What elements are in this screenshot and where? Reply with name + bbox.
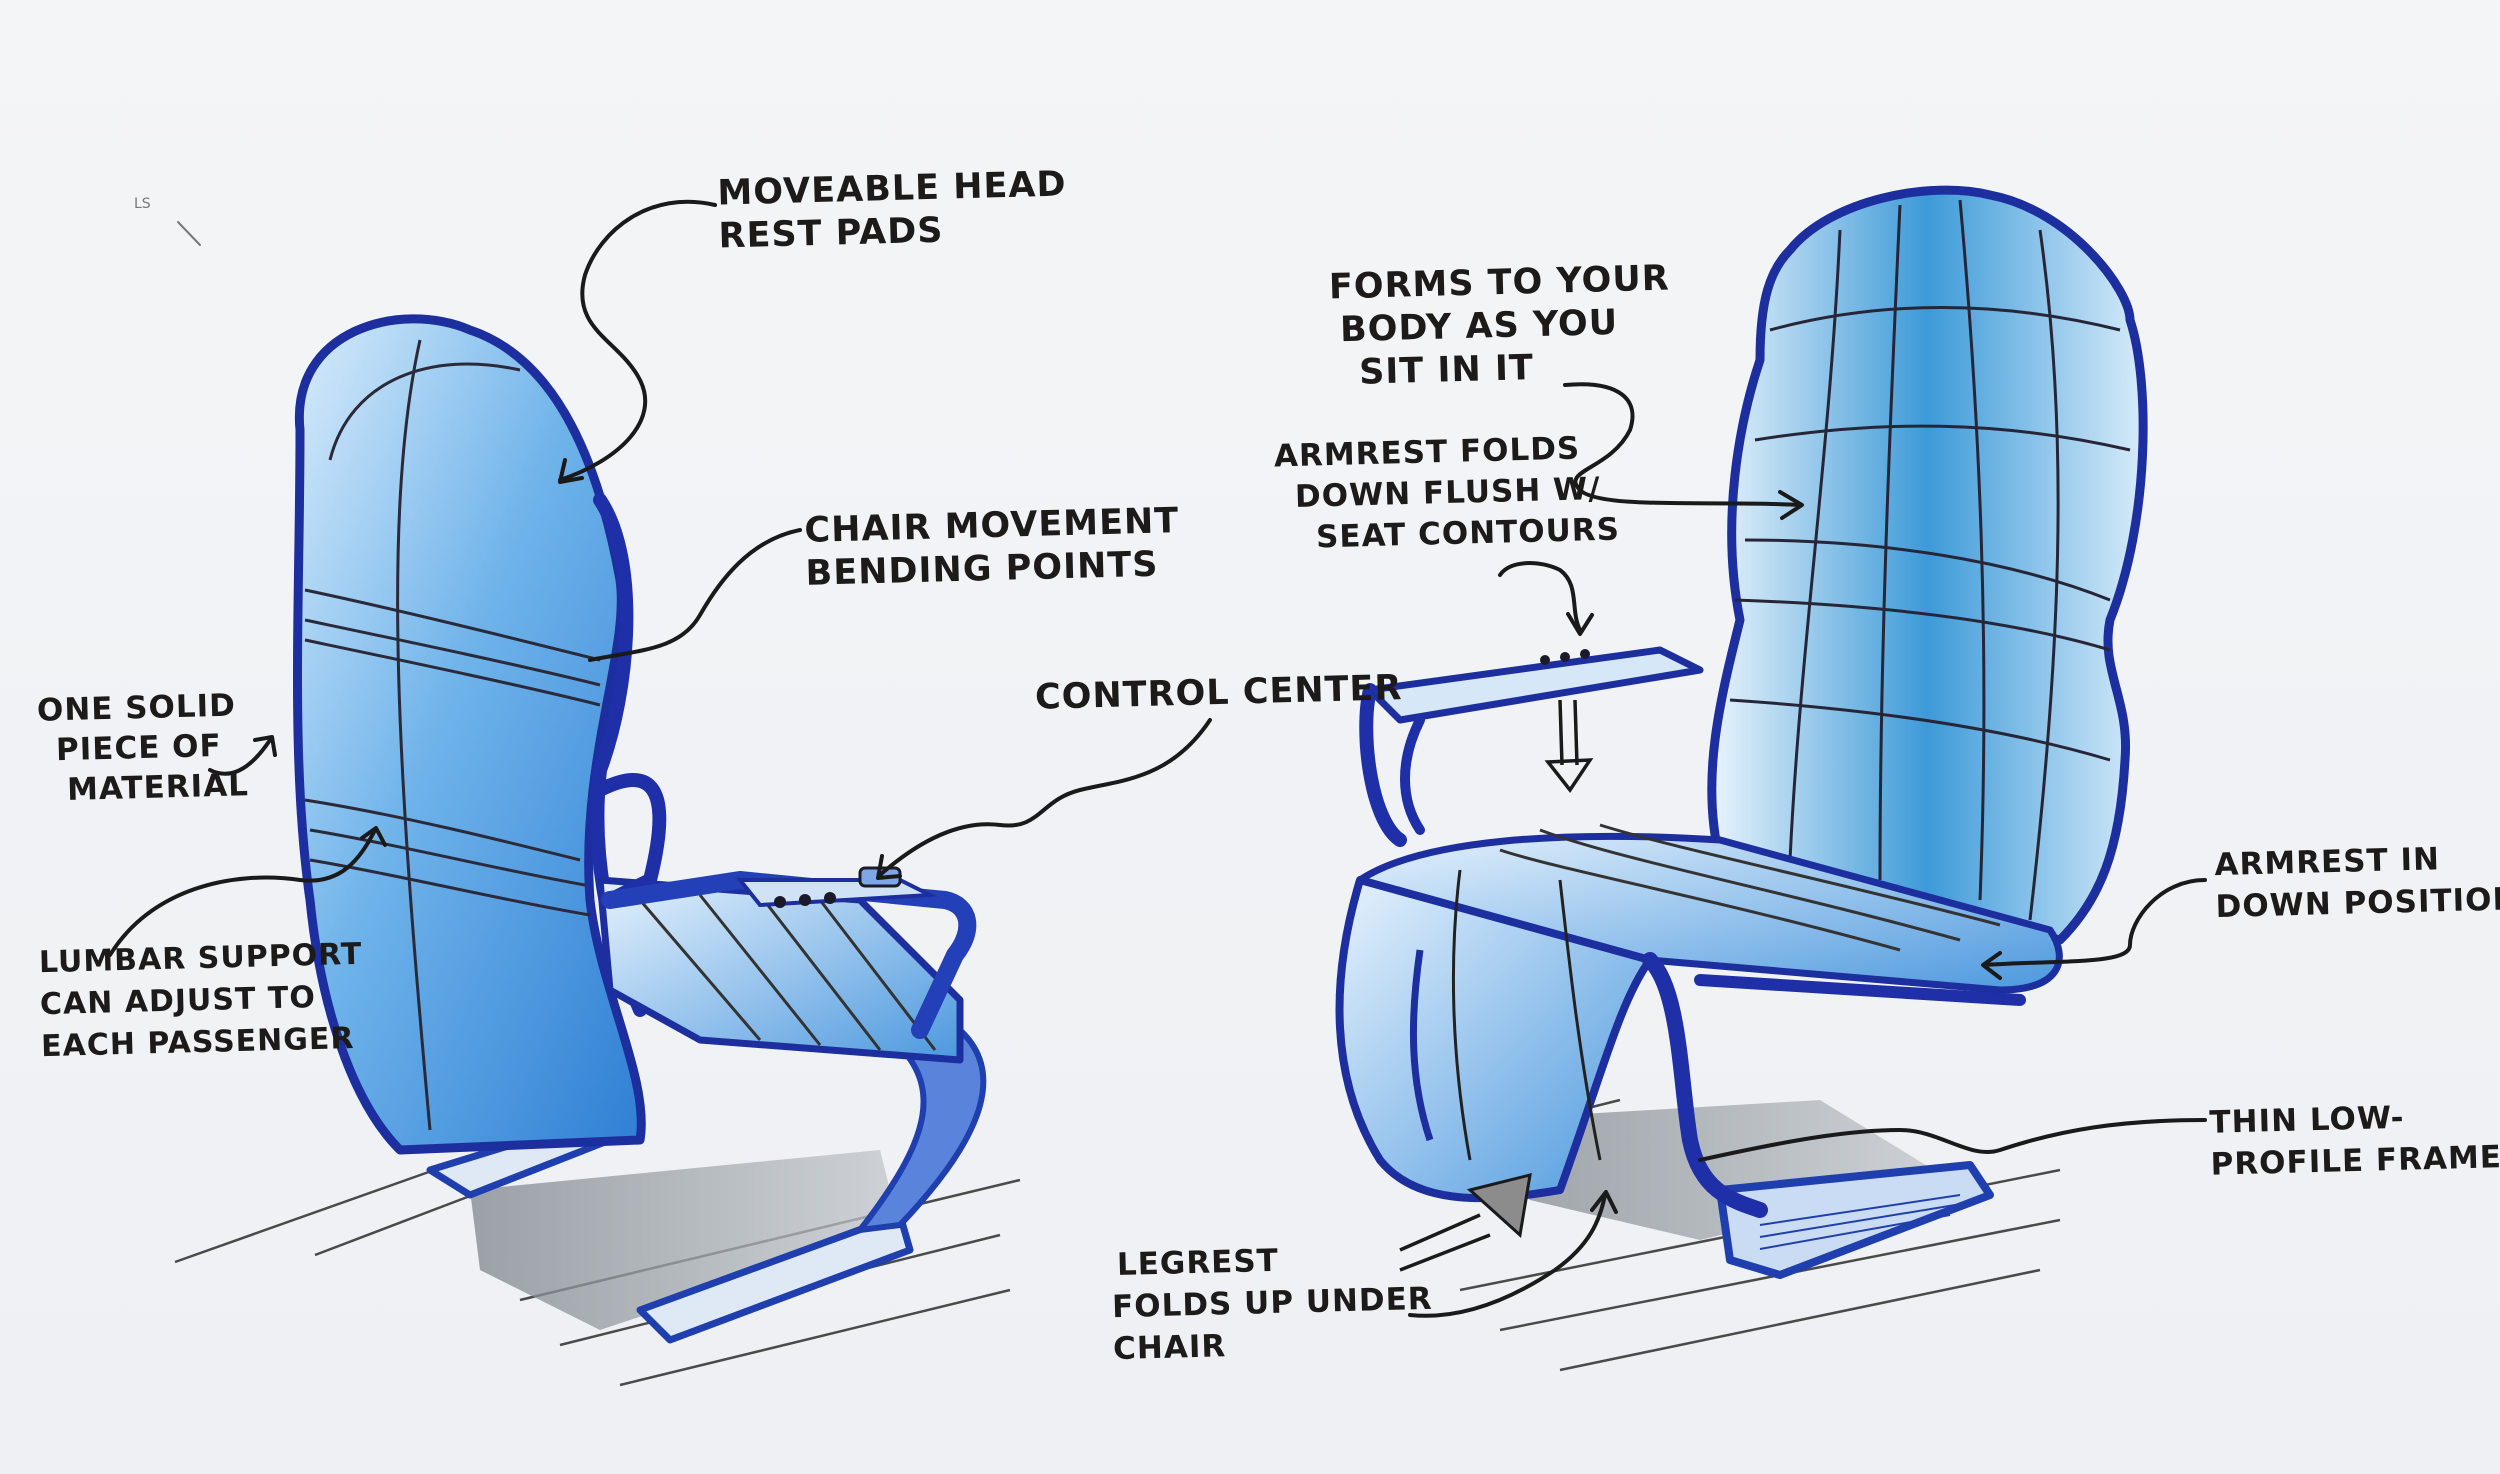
note-line: PROFILE FRAME [2210, 1139, 2500, 1183]
note-line: DOWN POSITION. [2215, 880, 2500, 926]
note-one-solid-piece: ONE SOLID PIECE OF MATERIAL [36, 685, 250, 810]
note-armrest-down: ARMREST IN DOWN POSITION. [2214, 836, 2500, 928]
leader-control-center-arrowhead [876, 854, 902, 880]
corner-mark-arrow [177, 221, 201, 246]
note-line: FOLDS UP UNDER [1111, 1280, 1434, 1326]
note-chair-movement: CHAIR MOVEMENT BENDING POINTS [804, 500, 1181, 596]
leader-moveable-head-rest-arrowhead [558, 458, 584, 484]
note-thin-frame: THIN LOW- PROFILE FRAME [2209, 1094, 2500, 1186]
left-armrest [601, 871, 977, 1039]
leader-moveable-head-rest [558, 199, 717, 482]
right-armrest [1366, 646, 1704, 724]
leader-control-center [878, 718, 1212, 877]
right-side-frame [1642, 952, 1768, 1218]
leader-chair-movement [588, 528, 802, 662]
note-line: ONE SOLID [36, 687, 237, 729]
corner-mark: LS [134, 196, 151, 212]
fold-down-arrow [1544, 699, 1594, 793]
leader-lumbar-support-arrowhead [360, 826, 387, 847]
leader-forms-to-body [1563, 382, 1802, 507]
right-control-center-buttons [1540, 649, 1590, 665]
note-line: EACH PASSENGER [40, 1021, 355, 1065]
note-line: PIECE OF [55, 727, 223, 769]
leader-lines [108, 199, 2207, 1318]
note-line: ARMREST IN [2214, 841, 2441, 884]
leader-forms-to-body-arrowhead [1778, 490, 1804, 520]
leader-thin-frame [1698, 1118, 2207, 1162]
left-chair [174, 314, 1021, 1387]
legrest-up-arrow [1399, 1172, 1532, 1272]
left-chair-back [293, 314, 646, 1155]
left-front-leg [853, 1006, 987, 1234]
right-seat-slats [1499, 823, 2001, 952]
leader-armrest-folds-arrowhead [1566, 612, 1594, 636]
leader-lumbar-support [108, 828, 377, 957]
leader-legrest-arrowhead [1590, 1190, 1618, 1214]
note-line: MOVEABLE HEAD [716, 164, 1068, 214]
note-legrest: LEGREST FOLDS UP UNDER CHAIR [1110, 1236, 1434, 1370]
note-line: REST PADS [718, 210, 944, 257]
note-moveable-head-rest: MOVEABLE HEAD REST PADS [717, 163, 1068, 258]
leader-one-solid-piece [208, 738, 272, 776]
note-line: MATERIAL [66, 767, 250, 808]
note-forms-to-body: FORMS TO YOUR BODY AS YOU SIT IN IT [1328, 258, 1672, 396]
right-chair-back [1707, 185, 2148, 945]
note-line: FORMS TO YOUR [1328, 258, 1671, 308]
leader-legrest [1408, 1193, 1607, 1318]
leader-armrest-down-arrowhead [1981, 951, 2002, 980]
left-front-foot [636, 1211, 914, 1344]
note-line: CHAIR [1112, 1328, 1227, 1368]
right-back-seams [1729, 199, 2131, 921]
note-line: SIT IN IT [1358, 348, 1535, 393]
left-chair-shadow [470, 1150, 900, 1330]
note-lumbar-support: LUMBAR SUPPORT CAN ADJUST TO EACH PASSEN… [38, 934, 365, 1068]
leader-one-solid-piece-arrowhead [253, 735, 277, 757]
right-base-slats [1759, 1194, 1961, 1250]
note-armrest-folds: ARMREST FOLDS DOWN FLUSH W/ SEAT CONTOUR… [1273, 428, 1621, 560]
left-back-seams [304, 339, 601, 1131]
right-base-plate [1716, 1161, 1994, 1279]
leader-armrest-down [1983, 878, 2207, 967]
leader-armrest-folds [1498, 561, 1582, 632]
